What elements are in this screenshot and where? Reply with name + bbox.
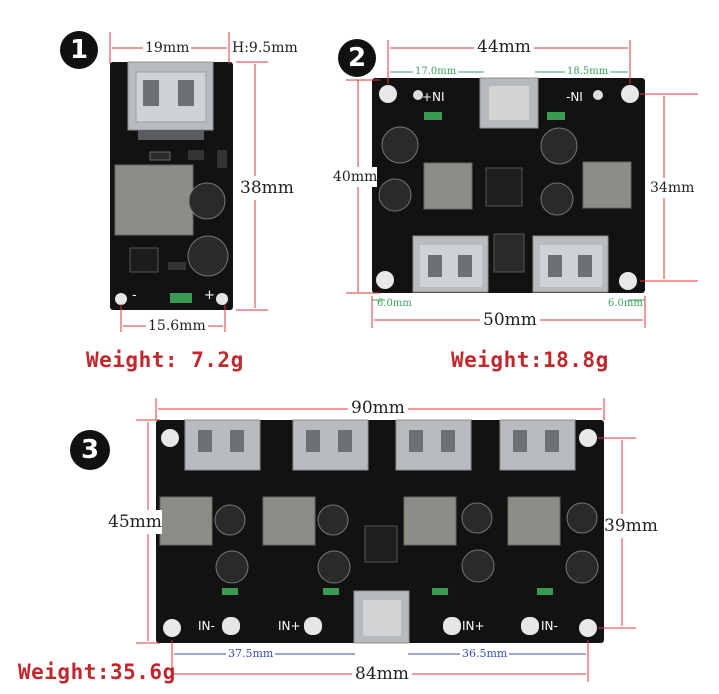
board-3-in-plus-silk: IN+	[278, 619, 301, 633]
board-2-right-length-label: 34mm	[650, 178, 695, 198]
board-3-bottom-length-label: 84mm	[352, 664, 412, 684]
board-1-inductor	[114, 164, 194, 236]
board-3-usb-a-4	[499, 419, 576, 471]
board-3-in-minus-silk: IN-	[198, 619, 215, 633]
board-3-usb-a-2	[292, 419, 369, 471]
board-1-width-label: 19mm	[143, 40, 192, 56]
board-3-weight: Weight:35.6g	[18, 660, 176, 684]
board-1-capacitor-2	[187, 235, 229, 277]
board-2-top-right-label: 18.5mm	[565, 66, 611, 77]
board-1-minus-silk: -	[132, 288, 137, 303]
board-3-usb-a-1	[184, 419, 261, 471]
board-2-bottom-right-label: 6.0mm	[608, 298, 643, 309]
board-1-length-label: 38mm	[240, 176, 294, 200]
board-3-usb-a-3	[395, 419, 472, 471]
board-2-bottom-left-label: 6.0mm	[377, 298, 412, 309]
board-2-bottom-length-label: 50mm	[480, 310, 540, 330]
board-3-number-badge: 3	[70, 430, 110, 470]
board-3-left-length-label: 45mm	[108, 510, 162, 534]
board-1-height-label: H:9.5mm	[232, 40, 298, 56]
board-3-top-length-label: 90mm	[348, 398, 408, 418]
board-3-bottom-right-label: 36.5mm	[460, 647, 510, 660]
board-1-plus-silk: +	[204, 288, 215, 303]
board-3-in-plus-2-silk: IN+	[462, 619, 485, 633]
board-2-weight: Weight:18.8g	[451, 348, 609, 372]
board-2-left-length-label: 40mm	[333, 167, 378, 187]
board-2-top-left-label: 17.0mm	[413, 66, 459, 77]
board-1-weight: Weight: 7.2g	[86, 348, 244, 372]
board-3-bottom-left-label: 37.5mm	[226, 647, 276, 660]
board-1-number-badge: 1	[60, 31, 98, 69]
board-2-number-badge: 2	[338, 39, 376, 77]
board-3-right-length-label: 39mm	[604, 514, 658, 538]
board-1-capacitor-1	[188, 182, 226, 220]
board-2-top-length-label: 44mm	[474, 37, 534, 57]
board-1-hole-span-label: 15.6mm	[146, 318, 208, 334]
board-3-in-minus-2-silk: IN-	[541, 619, 558, 633]
board-2-in-minus-left-silk: +NI	[422, 90, 445, 104]
board-2-in-minus-right-silk: -NI	[566, 90, 583, 104]
